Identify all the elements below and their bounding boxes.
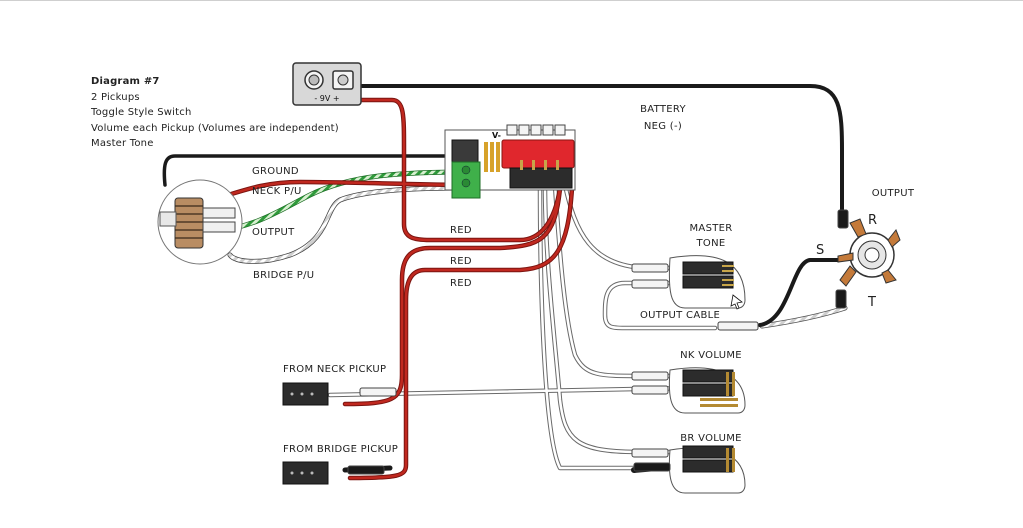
- battery-label-1: BATTERY: [640, 104, 686, 115]
- red-wires-inner: [223, 98, 574, 480]
- neck-pickup-label: FROM NECK PICKUP: [283, 364, 386, 375]
- ground-black-wire: [162, 154, 467, 187]
- neck-green-wire-twist: [213, 170, 472, 234]
- neck-pu-label: NECK P/U: [252, 186, 302, 197]
- neck-pickup-connector: [282, 382, 329, 406]
- red-header: [501, 139, 575, 169]
- jack-r-label: R: [868, 213, 877, 228]
- output-jack: [837, 218, 901, 287]
- battery-label-2: NEG (-): [644, 121, 682, 132]
- battery-clip: - 9V +: [292, 62, 362, 106]
- shielded-cables: [227, 185, 848, 329]
- switch-board: V-: [444, 124, 576, 199]
- nk-volume-pot: [668, 367, 746, 414]
- legend-line: Master Tone: [91, 138, 154, 149]
- legend-title: Diagram #7: [91, 76, 160, 87]
- top-divider: [0, 0, 1023, 1]
- master-tone-label-1: MASTER: [690, 223, 733, 234]
- output-cable-label: OUTPUT CABLE: [640, 310, 720, 321]
- ground-label: GROUND: [252, 166, 299, 177]
- br-volume-label: BR VOLUME: [680, 433, 742, 444]
- output-label: OUTPUT: [252, 227, 295, 238]
- jack-t-label: T: [867, 295, 876, 310]
- black-connector-row: [509, 167, 573, 189]
- master-tone-pot: [668, 255, 746, 310]
- jack-s-label: S: [816, 243, 824, 258]
- red-label-3: RED: [450, 278, 472, 289]
- bridge-pickup-connector: [282, 461, 329, 485]
- v-minus-label: V-: [492, 131, 501, 140]
- cursor-icon: [730, 294, 743, 310]
- legend-line: Volume each Pickup (Volumes are independ…: [91, 122, 339, 134]
- toggle-switch: [157, 179, 243, 265]
- red-label-2: RED: [450, 256, 472, 267]
- black-header: [451, 139, 479, 163]
- legend-line: 2 Pickups: [91, 91, 140, 103]
- red-label-1: RED: [450, 225, 472, 236]
- master-tone-label-2: TONE: [696, 238, 726, 249]
- diagram-legend: Diagram #7 2 Pickups Toggle Style Switch…: [91, 74, 339, 152]
- br-volume-pot: [668, 445, 746, 494]
- bridge-pu-label: BRIDGE P/U: [253, 270, 314, 281]
- output-black-wire: [758, 258, 842, 327]
- crimp-sleeves: [347, 209, 849, 475]
- diagram-labels: GROUND NECK P/U OUTPUT BRIDGE P/U RED RE…: [252, 104, 915, 455]
- output-jack-title: OUTPUT: [872, 188, 915, 199]
- nk-volume-label: NK VOLUME: [680, 350, 742, 361]
- white-wires: [327, 182, 718, 471]
- battery-label: - 9V +: [314, 94, 339, 103]
- legend-line: Toggle Style Switch: [91, 107, 192, 118]
- bridge-pickup-label: FROM BRIDGE PICKUP: [283, 444, 398, 455]
- battery-neg-wire: [360, 84, 844, 212]
